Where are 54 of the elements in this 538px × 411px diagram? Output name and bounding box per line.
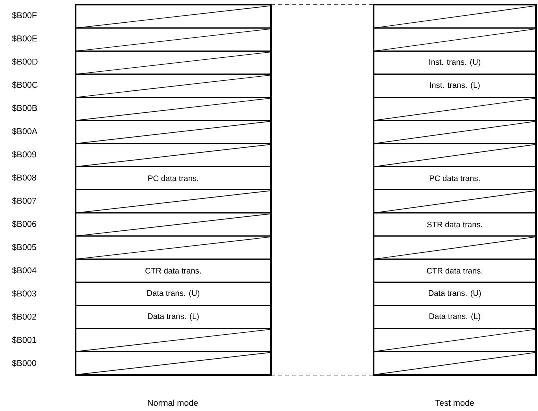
unused-cell bbox=[374, 4, 536, 29]
address-label: $B00F bbox=[12, 12, 37, 20]
unused-cell bbox=[76, 189, 272, 214]
address-label: $B00B bbox=[12, 104, 38, 112]
unused-cell bbox=[374, 351, 536, 376]
unused-cell bbox=[374, 28, 536, 52]
dashed-line bbox=[271, 4, 374, 5]
address-label: $B00D bbox=[12, 58, 38, 66]
address-label: $B009 bbox=[12, 151, 36, 158]
unused-cell bbox=[76, 74, 272, 98]
unused-cell bbox=[76, 120, 272, 144]
memory-cell: Data trans. (U) bbox=[76, 282, 272, 306]
address-label: $B00E bbox=[12, 35, 38, 42]
address-label: $B002 bbox=[12, 314, 36, 320]
unused-cell bbox=[76, 212, 272, 237]
address-label: $B00C bbox=[12, 82, 38, 89]
unused-cell bbox=[76, 28, 272, 52]
unused-cell bbox=[374, 328, 536, 352]
unused-cell bbox=[374, 97, 536, 122]
unused-cell bbox=[374, 143, 536, 168]
address-label: $B003 bbox=[12, 290, 36, 298]
address-label: $B000 bbox=[12, 360, 36, 367]
dashed-line bbox=[271, 375, 374, 376]
memory-map-column bbox=[373, 4, 537, 376]
unused-cell bbox=[374, 236, 536, 260]
memory-cell: PC data trans. bbox=[76, 166, 272, 190]
address-label: $B001 bbox=[12, 336, 36, 344]
memory-map-column bbox=[75, 4, 272, 376]
memory-cell: Data trans. (U) bbox=[374, 282, 536, 306]
memory-cell: CTR data trans. bbox=[76, 258, 272, 283]
column-heading: Normal mode bbox=[148, 400, 198, 406]
unused-cell bbox=[76, 97, 272, 122]
memory-cell: Data trans. (L) bbox=[374, 305, 536, 330]
memory-cell: Inst. trans. (L) bbox=[374, 74, 536, 98]
column-heading: Test mode bbox=[436, 400, 474, 406]
memory-cell: PC data trans. bbox=[374, 166, 536, 190]
unused-cell bbox=[76, 4, 272, 29]
unused-cell bbox=[374, 120, 536, 144]
unused-cell bbox=[76, 236, 272, 260]
unused-cell bbox=[76, 328, 272, 352]
address-label: $B007 bbox=[12, 198, 36, 205]
memory-cell: Inst. trans. (U) bbox=[374, 50, 536, 75]
address-label: $B004 bbox=[12, 267, 37, 274]
address-label: $B008 bbox=[12, 174, 36, 182]
address-label: $B005 bbox=[12, 244, 36, 251]
unused-cell bbox=[76, 143, 272, 168]
address-label: $B00A bbox=[12, 128, 38, 135]
memory-cell: STR data trans. bbox=[374, 212, 536, 237]
memory-cell: CTR data trans. bbox=[374, 258, 536, 283]
unused-cell bbox=[374, 189, 536, 214]
unused-cell bbox=[76, 50, 272, 75]
memory-cell: Data trans. (L) bbox=[76, 305, 272, 330]
unused-cell bbox=[76, 351, 272, 376]
address-label: $B006 bbox=[12, 220, 36, 228]
